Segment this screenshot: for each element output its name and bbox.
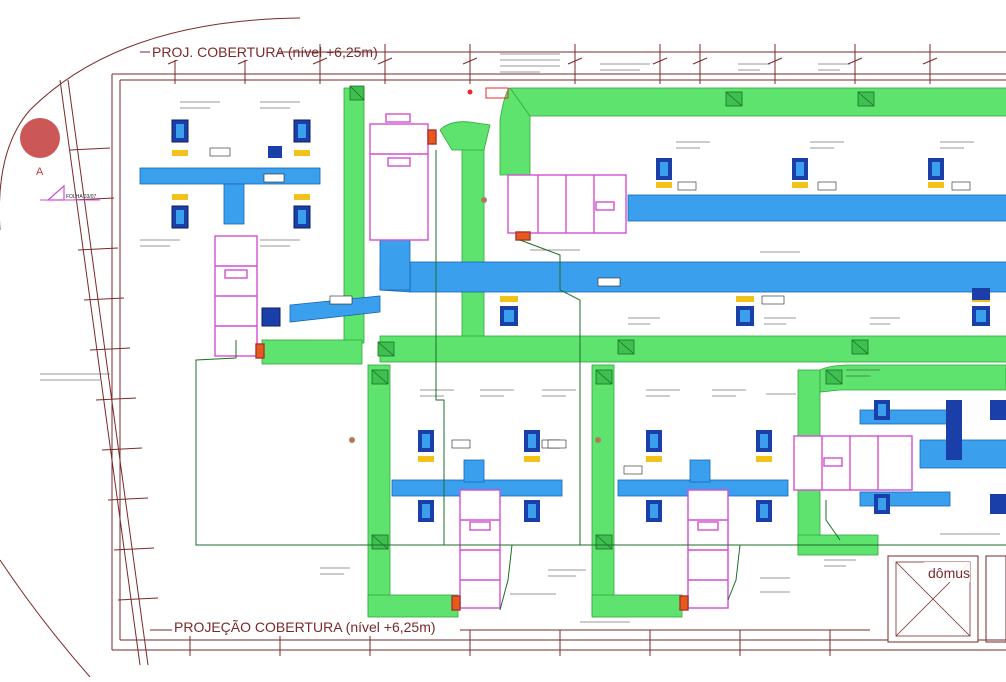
ahu-lower-middle [679, 489, 729, 611]
supply-duct-network [261, 87, 1006, 618]
section-sheet-ref: FOLHA 03/07 [66, 194, 97, 200]
diffuser-group-right [874, 400, 1006, 514]
column-ticks-left [69, 147, 159, 601]
domus-label: dômus [928, 565, 970, 581]
micro-annotations [40, 53, 1000, 623]
diffusers [171, 119, 1006, 522]
section-arrow-icon [46, 184, 65, 201]
supply-duct-top-main [509, 87, 1006, 117]
domus-box: dômus [887, 555, 1006, 643]
section-marker: A FOLHA 03/07 [20, 118, 100, 201]
roof-projection-label-bottom: PROJEÇÃO COBERTURA (nível +6,25m) [174, 619, 436, 635]
misc-markers [349, 87, 601, 443]
ahu-upper-right [507, 174, 627, 241]
blue-duct-upper-main [627, 194, 1006, 222]
roof-arc-bottom [0, 559, 91, 678]
ahu-top-center [369, 113, 437, 241]
diffuser-group-top-right [656, 158, 944, 188]
diffuser-group-lower-middle [646, 430, 772, 522]
ahu-top-left [214, 235, 265, 359]
ahu-lower-left [451, 489, 501, 611]
diffuser-group-middle [500, 288, 990, 326]
diffuser-group-lower-left [418, 430, 540, 522]
blue-duct-middle-main [409, 261, 1006, 293]
supply-duct-middle-main [379, 335, 1006, 363]
roof-projection-label-top: PROJ. COBERTURA (nível +6,25m) [152, 44, 378, 60]
air-handling-units [214, 113, 913, 611]
section-circle-icon [20, 118, 60, 158]
roof-arc-top [0, 17, 301, 230]
section-letter: A [36, 166, 44, 178]
ahu-lower-right [793, 435, 913, 491]
diffuser-group-top-left [171, 119, 311, 327]
equipment-tags [209, 147, 971, 475]
